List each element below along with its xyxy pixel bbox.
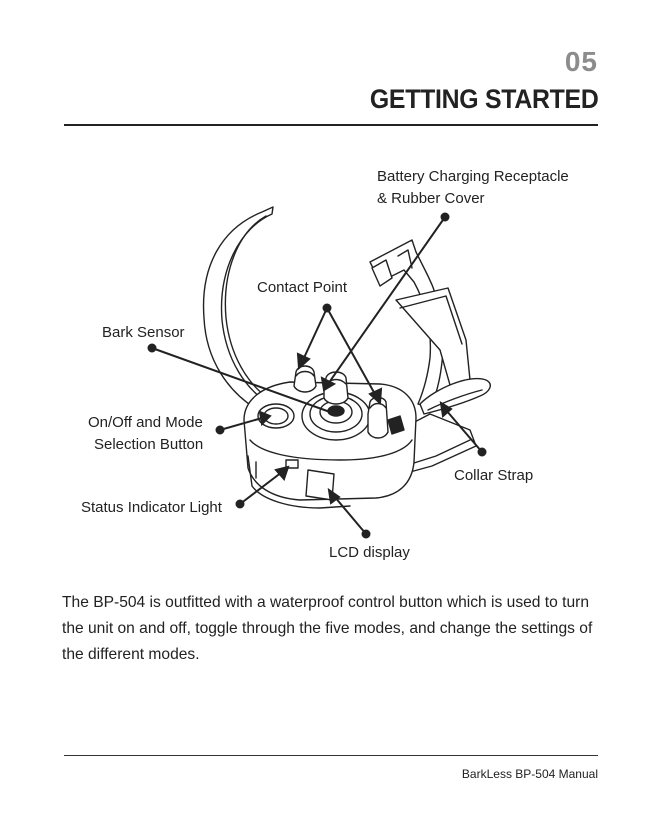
label-onoff-line2: Selection Button: [94, 436, 204, 453]
label-battery-receptacle-line2: & Rubber Cover: [377, 190, 485, 207]
label-bark-sensor: Bark Sensor: [102, 324, 185, 341]
footer-divider: [64, 755, 598, 756]
footer-manual-name: BarkLess BP-504 Manual: [461, 767, 598, 781]
body-paragraph: The BP-504 is outfitted with a waterproo…: [62, 594, 593, 663]
header-divider: [64, 124, 598, 126]
page-title: GETTING STARTED: [369, 84, 598, 114]
label-collar-strap: Collar Strap: [454, 467, 534, 484]
label-contact-point: Contact Point: [257, 279, 348, 296]
label-onoff-line1: On/Off and Mode: [88, 414, 203, 431]
page-number: 05: [564, 46, 598, 77]
status-light-window: [285, 459, 299, 469]
contact-point-left: [293, 365, 317, 393]
label-lcd-display: LCD display: [329, 544, 410, 561]
label-status-light: Status Indicator Light: [81, 499, 222, 516]
label-battery-receptacle-line1: Battery Charging Receptacle: [377, 168, 569, 185]
contact-point-right: [367, 396, 389, 439]
collar-diagram: [147, 206, 491, 539]
